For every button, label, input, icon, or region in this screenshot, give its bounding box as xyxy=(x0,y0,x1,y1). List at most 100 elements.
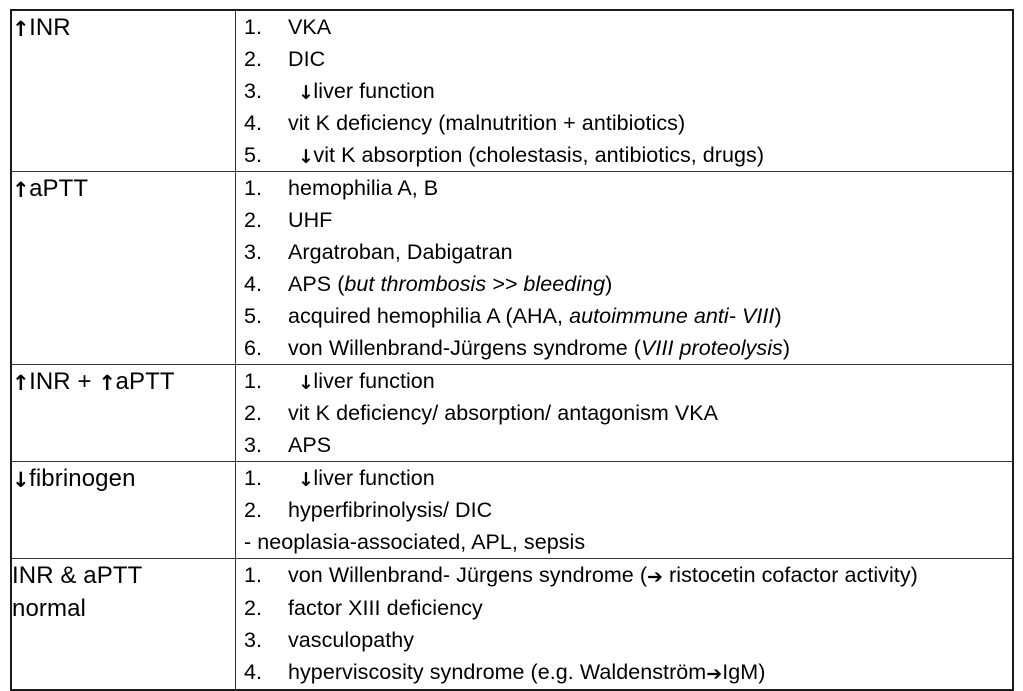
down-arrow-icon: ↓ xyxy=(298,146,314,168)
list-item-text: vit K absorption (cholestasis, antibioti… xyxy=(313,143,765,167)
list-item-number: 3. xyxy=(244,433,263,457)
list-item-text: vasculopathy xyxy=(288,628,415,652)
list-item-text: ristocetin cofactor activity) xyxy=(663,563,918,587)
list-item-emphasis: autoimmune anti- VIII xyxy=(569,304,775,328)
list-item: 2. factor XIII deficiency xyxy=(236,592,1012,624)
row-label-text: ↑INR xyxy=(12,11,235,44)
list-item-text: Argatroban, Dabigatran xyxy=(288,240,513,264)
up-arrow-icon: ↑ xyxy=(98,371,116,395)
list-item: 2. hyperfibrinolysis/ DIC xyxy=(236,494,1012,526)
list-item-text: APS ( xyxy=(288,272,345,296)
list-item-text: liver function xyxy=(313,79,435,103)
list-item: 2.UHF xyxy=(236,204,1012,236)
list-item-number: 1. xyxy=(244,176,263,200)
up-arrow-icon: ↑ xyxy=(12,178,30,202)
list-item: - neoplasia-associated, APL, sepsis xyxy=(236,526,1012,558)
list-item: 3. ↓liver function xyxy=(236,75,1012,107)
list-item: 6. von Willenbrand-Jürgens syndrome (VIII… xyxy=(236,332,1012,364)
list-item-number: 5. xyxy=(244,143,263,167)
list-item-text: DIC xyxy=(288,47,326,71)
row-label-line: ↑aPTT xyxy=(12,175,89,202)
cause-list: 1.von Willenbrand- Jürgens syndrome (➔ r… xyxy=(236,559,1012,689)
list-item: 1. hemophilia A, B xyxy=(236,172,1012,204)
down-arrow-icon: ↓ xyxy=(298,469,314,491)
list-item-number: 2. xyxy=(244,498,263,522)
up-arrow-icon: ↑ xyxy=(12,371,30,395)
down-arrow-icon: ↓ xyxy=(298,82,314,104)
list-item-text: hyperviscosity syndrome (e.g. Waldenströ… xyxy=(288,660,707,684)
list-item-number: 3. xyxy=(244,79,263,103)
list-item-text: liver function xyxy=(313,466,435,490)
list-item-text: von Willenbrand- Jürgens syndrome ( xyxy=(288,563,648,587)
row-label-line: normal xyxy=(12,595,86,622)
list-item: 3. APS xyxy=(236,429,1012,461)
list-item-number: 1. xyxy=(244,563,263,587)
list-item-number: 2. xyxy=(244,596,263,620)
down-arrow-icon: ↓ xyxy=(12,468,30,492)
list-item: 3. Argatroban, Dabigatran xyxy=(236,236,1012,268)
list-item-text: ) xyxy=(605,272,613,296)
list-item-number: 4. xyxy=(244,272,263,296)
row-label-line: ↑INR xyxy=(12,14,71,41)
cause-list: 1. ↓liver function 2. hyperfibrinolysis/ DI… xyxy=(236,462,1012,558)
list-item-text: ) xyxy=(782,336,791,360)
row-label-text: ↑aPTT xyxy=(12,172,235,205)
list-item-text: VKA xyxy=(288,15,332,39)
list-item-text: acquired hemophilia A (AHA, xyxy=(288,304,570,328)
row-label-cell: ↓fibrinogen xyxy=(10,461,236,559)
list-item: 1. von Willenbrand- Jürgens syndrome (➔ r… xyxy=(236,559,1012,592)
list-item-text: ) xyxy=(774,304,782,328)
list-item-emphasis: VIII proteolysis xyxy=(641,336,783,360)
list-item: 5. acquired hemophilia A (AHA, autoimmune… xyxy=(236,300,1012,332)
row-label-text: ↓fibrinogen xyxy=(12,462,235,495)
list-item-emphasis: but thrombosis >> bleeding xyxy=(344,272,606,296)
list-item: 3.vasculopathy xyxy=(236,624,1012,656)
row-label-cell: ↑aPTT xyxy=(10,171,236,365)
list-item-text: factor XIII deficiency xyxy=(288,596,483,620)
list-item-number: 2. xyxy=(244,401,263,425)
list-item-text: APS xyxy=(288,433,332,457)
list-item-text: hemophilia A, B xyxy=(288,176,439,200)
list-item-number: 3. xyxy=(244,240,263,264)
right-arrow-icon: ➔ xyxy=(647,566,664,588)
list-item: 5. ↓vit K absorption (cholestasis, antibi… xyxy=(236,139,1012,171)
row-label-line: ↑INR + ↑aPTT xyxy=(12,368,175,395)
list-item-number: 2. xyxy=(244,47,263,71)
row-items-cell: 1. hemophilia A, B 2.UHF 3. Argatroban, Dabi… xyxy=(235,171,1014,365)
list-item: 4. vit K deficiency (malnutrition + antib… xyxy=(236,107,1012,139)
list-item: 1.↓liver function xyxy=(236,365,1012,397)
list-item-number: 6. xyxy=(244,336,263,360)
list-item-number: 4. xyxy=(244,660,263,684)
up-arrow-icon: ↑ xyxy=(12,17,30,41)
list-item-text: liver function xyxy=(313,369,435,393)
list-item-text: von Willenbrand-Jürgens syndrome ( xyxy=(288,336,642,360)
list-item: 4. APS (but thrombosis >> bleeding) xyxy=(236,268,1012,300)
list-item-text: hyperfibrinolysis/ DIC xyxy=(288,498,493,522)
cause-list: 1. hemophilia A, B 2.UHF 3. Argatroban, Dabi… xyxy=(236,172,1012,364)
right-arrow-icon: ➔ xyxy=(706,663,723,685)
list-item-number: 2. xyxy=(244,208,263,232)
list-item-text: IgM) xyxy=(722,660,766,684)
list-item: 1.VKA xyxy=(236,11,1012,43)
list-item: 1. ↓liver function xyxy=(236,462,1012,494)
list-item-text: - neoplasia-associated, APL, sepsis xyxy=(244,530,586,554)
list-item-number: 4. xyxy=(244,111,263,135)
table-row: ↑aPTT 1. hemophilia A, B 2.UHF 3. Argatroban,… xyxy=(10,171,1014,365)
row-label-text: ↑INR + ↑aPTT xyxy=(12,365,235,398)
list-item-text: vit K deficiency (malnutrition + antibio… xyxy=(288,111,686,135)
list-item-number: 1. xyxy=(244,466,263,490)
list-item-number: 5. xyxy=(244,304,263,328)
row-label-line: ↓fibrinogen xyxy=(12,465,136,492)
row-items-cell: 1. ↓liver function 2. hyperfibrinolysis/ DI… xyxy=(235,461,1014,559)
